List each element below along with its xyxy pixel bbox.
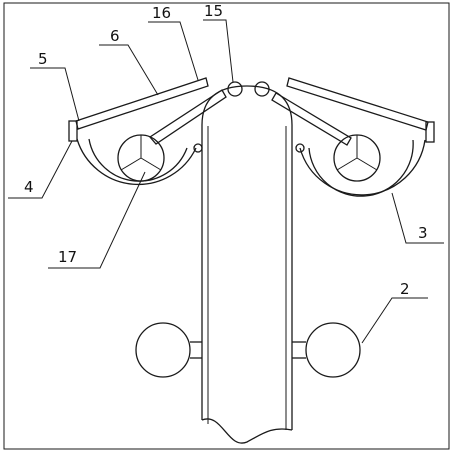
- central-column: [201, 85, 293, 444]
- part-label-15: 15: [204, 2, 223, 20]
- part-label-16: 16: [152, 4, 171, 22]
- part-label-6: 6: [110, 27, 120, 45]
- left-plate: [75, 77, 209, 130]
- part-label-17: 17: [58, 248, 77, 266]
- right-top-joint: [254, 81, 270, 97]
- left-arm-assembly: [68, 77, 227, 186]
- right-small-pin: [295, 143, 305, 153]
- left-housing-outer: [76, 138, 197, 186]
- left-small-pin: [193, 143, 203, 153]
- right-end-cap: [425, 121, 435, 143]
- right-roller: [292, 322, 361, 378]
- right-housing-outer: [299, 139, 426, 196]
- part-label-4: 4: [24, 178, 34, 196]
- part-label-2: 2: [400, 280, 410, 298]
- part-label-3: 3: [418, 224, 428, 242]
- part-label-5: 5: [38, 50, 48, 68]
- right-link-bar: [271, 92, 352, 146]
- left-roller: [135, 322, 202, 378]
- left-link-bar: [149, 89, 227, 145]
- leader-lines: [8, 19, 444, 344]
- left-end-cap: [68, 120, 78, 142]
- right-housing-inner: [308, 139, 414, 197]
- right-arm-assembly: [271, 77, 435, 197]
- frame-border: [3, 2, 450, 450]
- left-housing-inner: [88, 138, 188, 182]
- left-top-joint: [227, 81, 243, 97]
